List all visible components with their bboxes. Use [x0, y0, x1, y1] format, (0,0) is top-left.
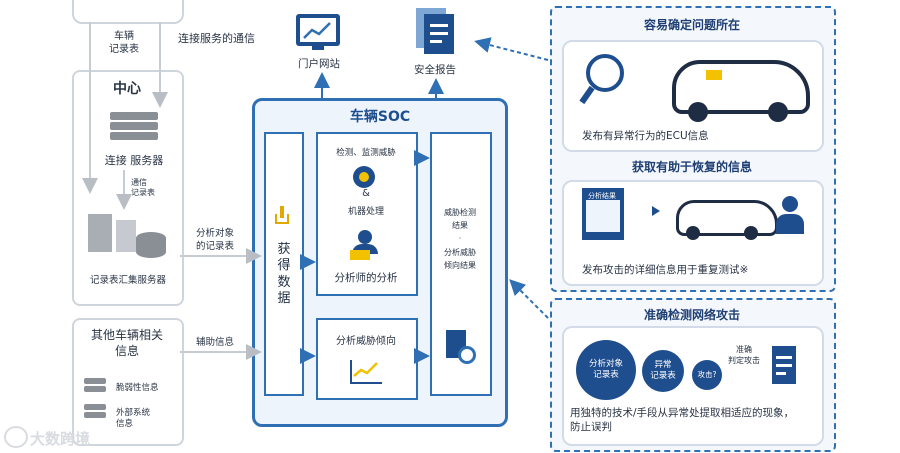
results-label: 威胁检测 结果 · 分析威胁 倾向结果 [444, 208, 476, 270]
connect-server-label: 连接 服务器 [104, 154, 164, 167]
comm-label: 连接服务的通信 [178, 32, 255, 45]
other-info-title: 其他车辆相关 信息 [90, 328, 163, 358]
detect-threat-panel [316, 132, 418, 296]
trend-label: 分析威胁倾向 [336, 336, 396, 347]
aux-info-label: 辅助信息 [196, 337, 235, 348]
center-title: 中心 [113, 81, 141, 97]
soc-title: 车辆SOC [349, 109, 411, 125]
anomaly-log-bubble: 异常 记录表 [642, 350, 684, 392]
ext-info-label: 外部系统 信息 [116, 408, 151, 430]
watermark-text: 大数跨境 [30, 430, 91, 448]
attack-bubble: 攻击? [692, 360, 722, 390]
machine-label: 机器处理 [347, 207, 384, 217]
watermark-logo-icon [4, 426, 28, 448]
detect-label: 检测、监测威胁 [336, 148, 396, 158]
accurate-detect-title: 准确检测网络攻击 [643, 308, 740, 322]
locate-problem-title: 容易确定问题所在 [643, 18, 740, 32]
detect-caption: 用独特的技术/手段从异常处提取相适应的现象， 防止误判 [570, 407, 795, 434]
attack-caption: 发布攻击的详细信息用于重复测试※ [582, 264, 749, 276]
acquire-data-label: 获 得 数 据 [277, 242, 291, 306]
log-server-label: 记录表汇集服务器 [89, 275, 166, 286]
threat-trend-panel [316, 318, 418, 400]
comm-log-label: 通信 记录表 [131, 178, 155, 198]
recover-info-title: 获取有助于恢复的信息 [631, 160, 752, 174]
analysis-log-label: 分析对象 的记录表 [196, 228, 235, 252]
amp-label: & [362, 188, 370, 199]
security-report-label: 安全报告 [414, 64, 456, 76]
vuln-info-label: 脆弱性信息 [116, 383, 159, 393]
ecu-caption: 发布有异常行为的ECU信息 [582, 130, 709, 142]
car-box [72, 0, 184, 24]
play-arrow-icon [652, 206, 660, 216]
analyst-label: 分析师的分析 [334, 272, 398, 284]
car-log-label: 车辆 记录表 [109, 31, 139, 55]
analysis-doc-label: 分析结果 [588, 192, 616, 200]
judge-label: 准确 判定攻击 [728, 345, 760, 366]
analysis-log-bubble: 分析对象 记录表 [576, 340, 636, 400]
portal-label: 门户网站 [298, 58, 340, 70]
